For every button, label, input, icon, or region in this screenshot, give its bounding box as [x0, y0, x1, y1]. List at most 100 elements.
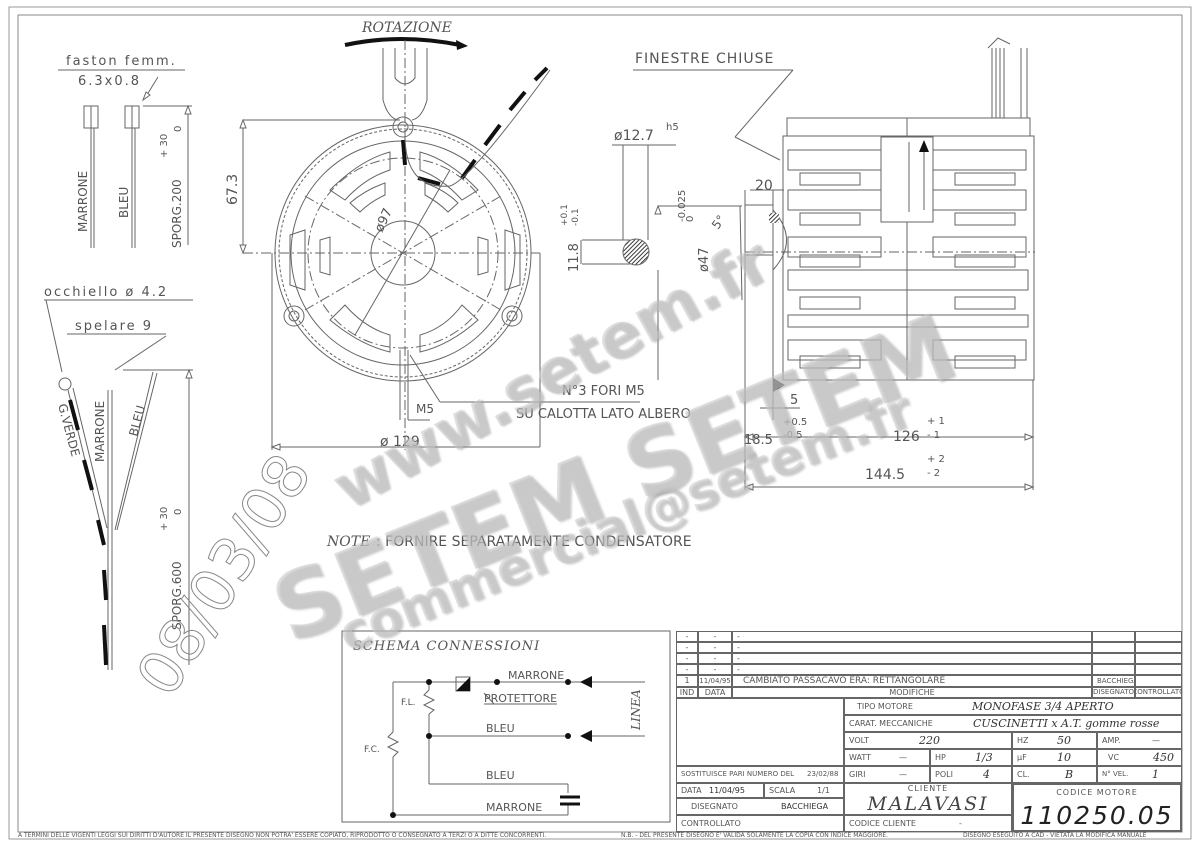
- rev-dis: [1092, 642, 1135, 653]
- hub-tol-minus: -0.025: [677, 190, 688, 222]
- note-text: : FORNIRE SEPARATAMENTE CONDENSATORE: [376, 534, 692, 550]
- inner-frame: [17, 14, 1183, 833]
- hub-length: 20: [755, 178, 773, 194]
- poles-label: POLI: [935, 769, 953, 779]
- lead-cable: [401, 66, 549, 186]
- position-marker-icon: [773, 378, 785, 392]
- rpm-label: GIRI: [849, 769, 866, 779]
- client-cell: CLIENTE MALAVASI: [844, 783, 1012, 815]
- rev-header-data: DATA: [698, 687, 732, 698]
- drawn-by-label: DISEGNATO: [691, 801, 738, 811]
- rotation-arrow: [344, 37, 461, 47]
- protector-symbol-icon: [456, 677, 470, 691]
- body-length: 126: [893, 429, 920, 445]
- thread-label: M5: [416, 402, 434, 416]
- holes-label: N°3 FORI M5: [562, 384, 645, 399]
- rev-ctrl: [1135, 631, 1182, 642]
- rev-ind: -: [676, 653, 698, 664]
- amp-value: —: [1152, 735, 1160, 745]
- motor-type-label: TIPO MOTORE: [857, 701, 913, 711]
- rev-dis: [1092, 631, 1135, 642]
- hz-label: HZ: [1017, 735, 1029, 745]
- outer-frame: [8, 6, 1192, 840]
- body-tol-plus: + 1: [927, 416, 945, 427]
- class-label: CL.: [1017, 769, 1030, 779]
- client-value: MALAVASI: [867, 792, 989, 815]
- vc-label: VC: [1108, 752, 1120, 762]
- rev-header-ind: IND: [676, 687, 698, 698]
- poles-value: 4: [983, 768, 990, 781]
- mechanical-label: CARAT. MECCANICHE: [849, 718, 933, 728]
- rotation-arrowhead-icon: [456, 40, 468, 50]
- note-label: NOTE: [326, 534, 370, 550]
- holes-sub-label: SU CALOTTA LATO ALBERO: [516, 407, 691, 422]
- schema-marrone-low: MARRONE: [486, 801, 542, 814]
- line-input-arrow-icon: [580, 676, 592, 688]
- motor-type-row: TIPO MOTORE MONOFASE 3/4 APERTO: [844, 698, 1182, 715]
- rev-ind: -: [676, 664, 698, 675]
- inner-diameter: ø97: [372, 206, 396, 235]
- date-value: 11/04/95: [709, 785, 745, 795]
- angle-dim: 5°: [709, 213, 728, 232]
- schema-bleu-mid: BLEU: [486, 722, 515, 735]
- footer: A TERMINI DELLE VIGENTI LEGGI SUI DIRITT…: [18, 832, 1182, 842]
- shaft-tol-minus: -0.5: [783, 430, 803, 441]
- flow-arrow-icon: [919, 140, 929, 152]
- scale-value: 1/1: [817, 785, 830, 795]
- rev-data: -: [698, 642, 732, 653]
- speeds-value: 1: [1152, 768, 1159, 781]
- replaces-date: 23/02/88: [807, 770, 839, 778]
- rev-mod: CAMBIATO PASSACAVO ERA: RETTANGOLARE: [732, 675, 1092, 687]
- motor-code-label: CODICE MOTORE: [1056, 788, 1138, 797]
- cad-notice: DISEGNO ESEGUITO A CAD - VIETATA LA MODI…: [963, 832, 1147, 839]
- rev-dis: BACCHIEGA: [1092, 675, 1135, 687]
- speeds-label: N° VEL.: [1102, 770, 1129, 778]
- watt-label: WATT: [849, 752, 871, 762]
- motor-side-view: [633, 37, 1035, 491]
- faston-tol-minus: 0: [173, 126, 184, 132]
- rev-data: -: [698, 664, 732, 675]
- motor-code-cell: CODICE MOTORE 110250.05: [1012, 783, 1182, 832]
- rpm-value: —: [899, 769, 907, 779]
- rotation-label: ROTAZIONE: [361, 20, 452, 36]
- schema-linea: LINEA: [629, 689, 643, 731]
- motor-code-value: 110250.05: [1020, 801, 1174, 830]
- blank-box: [676, 698, 844, 766]
- rev-header-ctrl: CONTROLLATO: [1135, 687, 1182, 698]
- rev-header-dis: DISEGNATO: [1092, 687, 1135, 698]
- hz-value: 50: [1057, 734, 1071, 747]
- schema-protettore: PROTETTORE: [484, 692, 557, 705]
- rev-data: -: [698, 631, 732, 642]
- scale-label: SCALA: [769, 785, 796, 795]
- eyelet-tol-plus: + 30: [159, 507, 170, 531]
- watt-value: —: [899, 752, 907, 762]
- schema-bleu-low: BLEU: [486, 769, 515, 782]
- rev-ctrl: [1135, 653, 1182, 664]
- stamp-date: 08/03/08: [123, 442, 325, 708]
- eyelet-tol-minus: 0: [173, 509, 184, 515]
- ground-wire-stripes: [68, 399, 108, 666]
- body-tol-minus: - 1: [927, 430, 940, 441]
- faston-label: faston femm.: [66, 54, 177, 69]
- rev-ctrl: [1135, 675, 1182, 687]
- vc-value: 450: [1153, 751, 1174, 764]
- rev-data: -: [698, 653, 732, 664]
- strip-label: spelare 9: [75, 319, 153, 334]
- shaft-length: 18.5: [744, 433, 773, 448]
- schema-nodes: [390, 679, 571, 818]
- volt-label: VOLT: [849, 735, 869, 745]
- schema-fl: F.L.: [401, 698, 415, 708]
- eyelet-detail: [44, 299, 193, 670]
- rev-mod: -: [732, 642, 1092, 653]
- eyelet-length: SPORG.600: [170, 561, 184, 630]
- height-dim: 67.3: [225, 174, 241, 205]
- gap-dim: 5: [790, 393, 798, 408]
- faston-wire-bleu: BLEU: [117, 187, 131, 218]
- shaft-fit: h5: [666, 122, 679, 133]
- schema-frame: [341, 630, 671, 823]
- schema-title: SCHEMA CONNESSIONI: [353, 639, 540, 654]
- shaft-section: [580, 144, 676, 266]
- rev-ind: 1: [676, 675, 698, 687]
- total-length: 144.5: [865, 467, 905, 483]
